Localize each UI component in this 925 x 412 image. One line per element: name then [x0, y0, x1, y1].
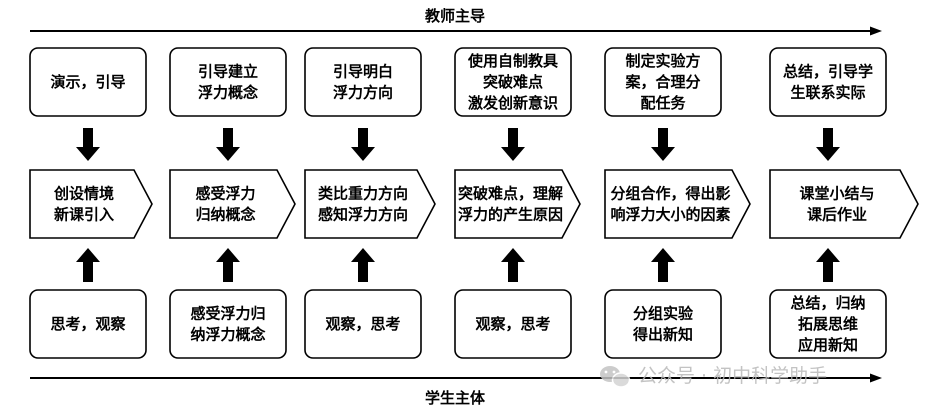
student-box — [604, 289, 722, 359]
student-box — [169, 289, 287, 359]
stage-box-text: 响浮力大小的因素 — [610, 206, 730, 224]
stage-arrow-box — [29, 169, 153, 239]
stage-arrow-box — [604, 169, 751, 239]
teacher-box-text: 浮力方向 — [333, 84, 393, 102]
stage-box-text: 浮力的产生原因 — [458, 206, 563, 224]
teacher-box-text: 激发创新意识 — [468, 94, 558, 112]
teacher-box-text: 案，合理分 — [624, 73, 700, 91]
student-box-text: 总结，归纳 — [790, 294, 865, 312]
teacher-box-text: 生联系实际 — [790, 84, 865, 102]
stage-box-text: 课后作业 — [807, 206, 867, 224]
stage-box-text: 感受浮力 — [195, 185, 255, 203]
up-arrow-icon — [216, 248, 240, 282]
bottom-axis-arrowhead — [870, 373, 882, 383]
up-arrow-icon — [651, 248, 675, 282]
student-box-text: 得出新知 — [632, 326, 693, 344]
teacher-box-text: 总结，引导学 — [783, 63, 873, 81]
student-box — [454, 289, 572, 359]
stage-box-text: 分组合作，得出影 — [610, 185, 730, 203]
stage-box-text: 课堂小结与 — [799, 185, 874, 203]
stage-arrow-box — [304, 169, 436, 239]
student-box-text: 思考，观察 — [50, 315, 126, 333]
stage-arrow-box — [769, 169, 919, 239]
stage-box-text: 类比重力方向 — [318, 185, 408, 203]
down-arrow-icon — [651, 128, 675, 161]
student-box-text: 拓展思维 — [798, 315, 858, 333]
top-axis-label: 教师主导 — [424, 7, 485, 25]
teacher-box-text: 演示，引导 — [50, 73, 125, 91]
stage-box-text: 新课引入 — [54, 206, 114, 224]
stage-box-text: 创设情境 — [53, 185, 114, 203]
teacher-box-text: 配任务 — [640, 94, 686, 112]
teacher-box — [769, 47, 887, 117]
teacher-box — [604, 47, 722, 117]
student-box-text: 观察，思考 — [475, 315, 550, 333]
stage-box-text: 突破难点，理解 — [458, 185, 563, 203]
student-box — [29, 289, 147, 359]
student-box-text: 感受浮力归 — [190, 305, 265, 323]
stage-box-text: 归纳概念 — [195, 206, 255, 224]
teacher-box-text: 引导建立 — [198, 63, 258, 81]
watermark: 公众号 · 初中科学助手 — [600, 365, 827, 388]
top-axis-arrowhead — [870, 26, 882, 36]
down-arrow-icon — [501, 128, 525, 161]
teacher-box — [169, 47, 287, 117]
stage-arrow-box — [169, 169, 296, 239]
teacher-box-text: 制定实验方 — [625, 52, 700, 70]
stage-arrow-box — [454, 169, 581, 239]
watermark-text: 公众号 · 初中科学助手 — [638, 365, 827, 387]
up-arrow-icon — [816, 248, 840, 282]
teacher-box — [454, 47, 572, 117]
up-arrow-icon — [76, 248, 100, 282]
down-arrow-icon — [216, 128, 240, 161]
student-box-text: 观察，思考 — [325, 315, 400, 333]
student-box-text: 纳浮力概念 — [190, 326, 265, 344]
down-arrow-icon — [76, 128, 100, 161]
teacher-box-text: 使用自制教具 — [467, 52, 558, 70]
down-arrow-icon — [351, 128, 375, 161]
student-box-text: 应用新知 — [798, 336, 858, 354]
teacher-box-text: 突破难点 — [483, 73, 543, 91]
down-arrow-icon — [816, 128, 840, 161]
up-arrow-icon — [501, 248, 525, 282]
teacher-box — [304, 47, 422, 117]
student-box — [304, 289, 422, 359]
bottom-axis-label: 学生主体 — [425, 389, 486, 407]
stage-box-text: 感知浮力方向 — [318, 206, 408, 224]
teacher-box-text: 浮力概念 — [198, 84, 258, 102]
up-arrow-icon — [351, 248, 375, 282]
teacher-box — [29, 47, 147, 117]
student-box — [769, 289, 887, 359]
student-box-text: 分组实验 — [633, 305, 694, 323]
teacher-box-text: 引导明白 — [333, 63, 393, 81]
wechat-icon — [600, 366, 631, 388]
